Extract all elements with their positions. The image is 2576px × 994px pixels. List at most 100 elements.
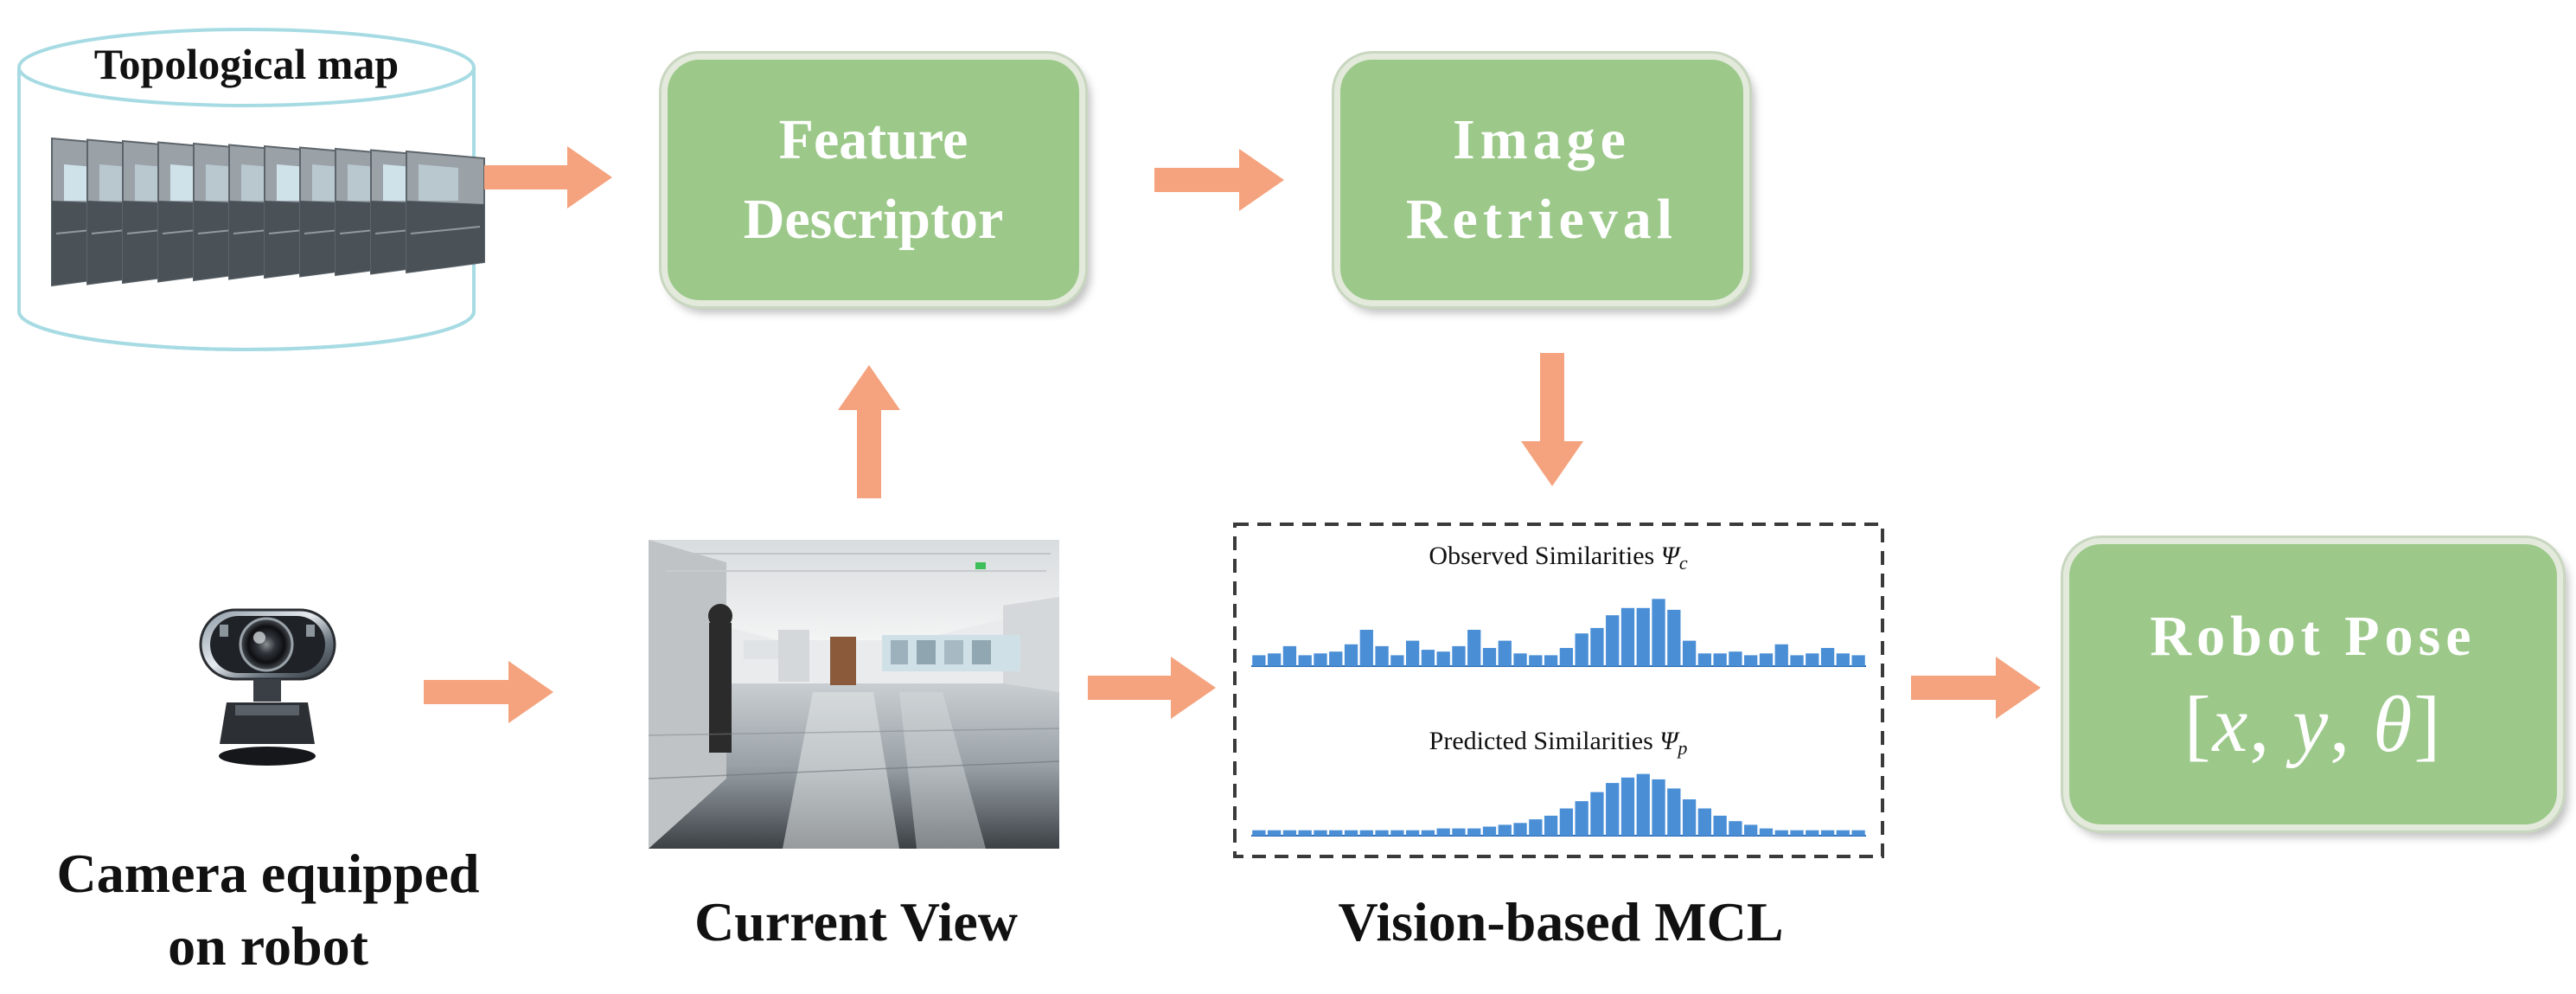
observed-bar (1314, 653, 1327, 666)
mcl-chart-frame (1233, 523, 1884, 858)
arrow-retrieval-to-mcl (1521, 353, 1583, 486)
observed-bar (1713, 653, 1727, 666)
feature-descriptor-line1: Feature (778, 108, 968, 171)
predicted-bar (1744, 824, 1758, 836)
arrow-mcl-to-pose (1911, 657, 2041, 719)
predicted-bar (1652, 779, 1665, 836)
predicted-bar (1282, 830, 1297, 836)
arrow-view-to-descriptor (838, 365, 900, 498)
predicted-bar (1806, 830, 1819, 836)
observed-bar (1851, 655, 1865, 666)
observed-bar (1667, 609, 1681, 666)
predicted-bar (1636, 773, 1650, 836)
camera-caption: Camera equipped on robot (0, 837, 536, 983)
predicted-bar (1590, 792, 1604, 836)
observed-bar (1390, 655, 1404, 666)
observed-bar (1652, 599, 1665, 666)
observed-bar (1729, 651, 1742, 666)
observed-bar (1298, 655, 1312, 666)
observed-bar (1590, 627, 1604, 666)
predicted-bar (1314, 830, 1327, 836)
observed-bar (1421, 650, 1435, 666)
predicted-bar (1421, 830, 1435, 836)
predicted-bar (1544, 815, 1558, 836)
predicted-bar (1268, 830, 1282, 836)
observed-bar (1498, 640, 1512, 666)
observed-bar (1744, 655, 1758, 666)
predicted-bar (1529, 819, 1543, 836)
webcam-icon (199, 608, 336, 766)
observed-bar (1268, 653, 1282, 666)
predicted-bar (1790, 830, 1804, 836)
image-retrieval-line2: Retrieval (1405, 188, 1678, 251)
observed-similarities-bars (1252, 599, 1865, 666)
predicted-bar (1836, 830, 1850, 836)
predicted-bar (1359, 830, 1373, 836)
predicted-bar (1697, 808, 1712, 836)
image-retrieval-line1: Image (1453, 108, 1631, 171)
observed-bar (1575, 633, 1588, 666)
predicted-bar (1436, 828, 1450, 836)
predicted-bar (1851, 830, 1865, 836)
predicted-bar (1729, 821, 1742, 836)
predicted-bar (1682, 799, 1697, 836)
observed-bar (1606, 615, 1620, 666)
predicted-bar (1713, 815, 1727, 836)
observed-bar (1806, 653, 1819, 666)
predicted-bar (1482, 826, 1497, 836)
observed-bar (1359, 630, 1373, 666)
camera-caption-line2: on robot (168, 915, 368, 977)
observed-bar (1559, 648, 1574, 666)
topological-map-label: Topological map (93, 40, 400, 88)
predicted-bar (1774, 830, 1788, 836)
predicted-bar (1559, 808, 1574, 836)
predicted-bar (1375, 830, 1389, 836)
image-retrieval-box: Image Retrieval (1334, 54, 1749, 306)
predicted-bar (1667, 788, 1681, 836)
predicted-title: Predicted Similarities Ψp (1429, 727, 1688, 759)
robot-pose-box: Robot Pose [x, y, θ] (2063, 538, 2563, 830)
robot-pose-title: Robot Pose (2150, 605, 2477, 668)
predicted-bar (1252, 830, 1266, 836)
robot-pose-vector: [x, y, θ] (2183, 680, 2443, 768)
predicted-bar (1452, 828, 1466, 836)
observed-bar (1405, 640, 1420, 666)
predicted-bar (1820, 830, 1835, 836)
observed-bar (1759, 653, 1774, 666)
observed-bar (1820, 648, 1835, 666)
arrow-view-to-mcl (1088, 657, 1216, 719)
predicted-bar (1390, 830, 1404, 836)
predicted-bar (1620, 777, 1635, 836)
observed-bar (1375, 645, 1389, 666)
observed-bar (1790, 655, 1804, 666)
arrow-descriptor-to-retrieval (1154, 149, 1284, 211)
observed-bar (1252, 655, 1266, 666)
observed-bar (1329, 651, 1343, 666)
observed-bar (1682, 640, 1697, 666)
observed-bar (1513, 653, 1527, 666)
observed-bar (1544, 655, 1558, 666)
predicted-bar (1329, 830, 1343, 836)
predicted-bar (1513, 823, 1527, 836)
observed-bar (1452, 645, 1466, 666)
predicted-similarities-bars (1252, 773, 1865, 836)
observed-title: Observed Similarities Ψc (1429, 542, 1687, 574)
feature-descriptor-box: Feature Descriptor (662, 54, 1085, 306)
predicted-bar (1759, 828, 1774, 836)
mcl-caption: Vision-based MCL (1338, 891, 1784, 952)
observed-bar (1697, 653, 1712, 666)
observed-bar (1467, 630, 1481, 666)
observed-bar (1436, 651, 1450, 666)
predicted-bar (1298, 830, 1312, 836)
observed-bar (1836, 653, 1850, 666)
current-view-image (648, 540, 1060, 849)
predicted-bar (1606, 783, 1620, 836)
map-image-frame (406, 150, 485, 274)
current-view-caption: Current View (694, 891, 1018, 952)
observed-bar (1344, 644, 1358, 666)
predicted-bar (1575, 801, 1588, 836)
arrow-map-to-descriptor (484, 146, 612, 208)
predicted-bar (1498, 824, 1512, 836)
